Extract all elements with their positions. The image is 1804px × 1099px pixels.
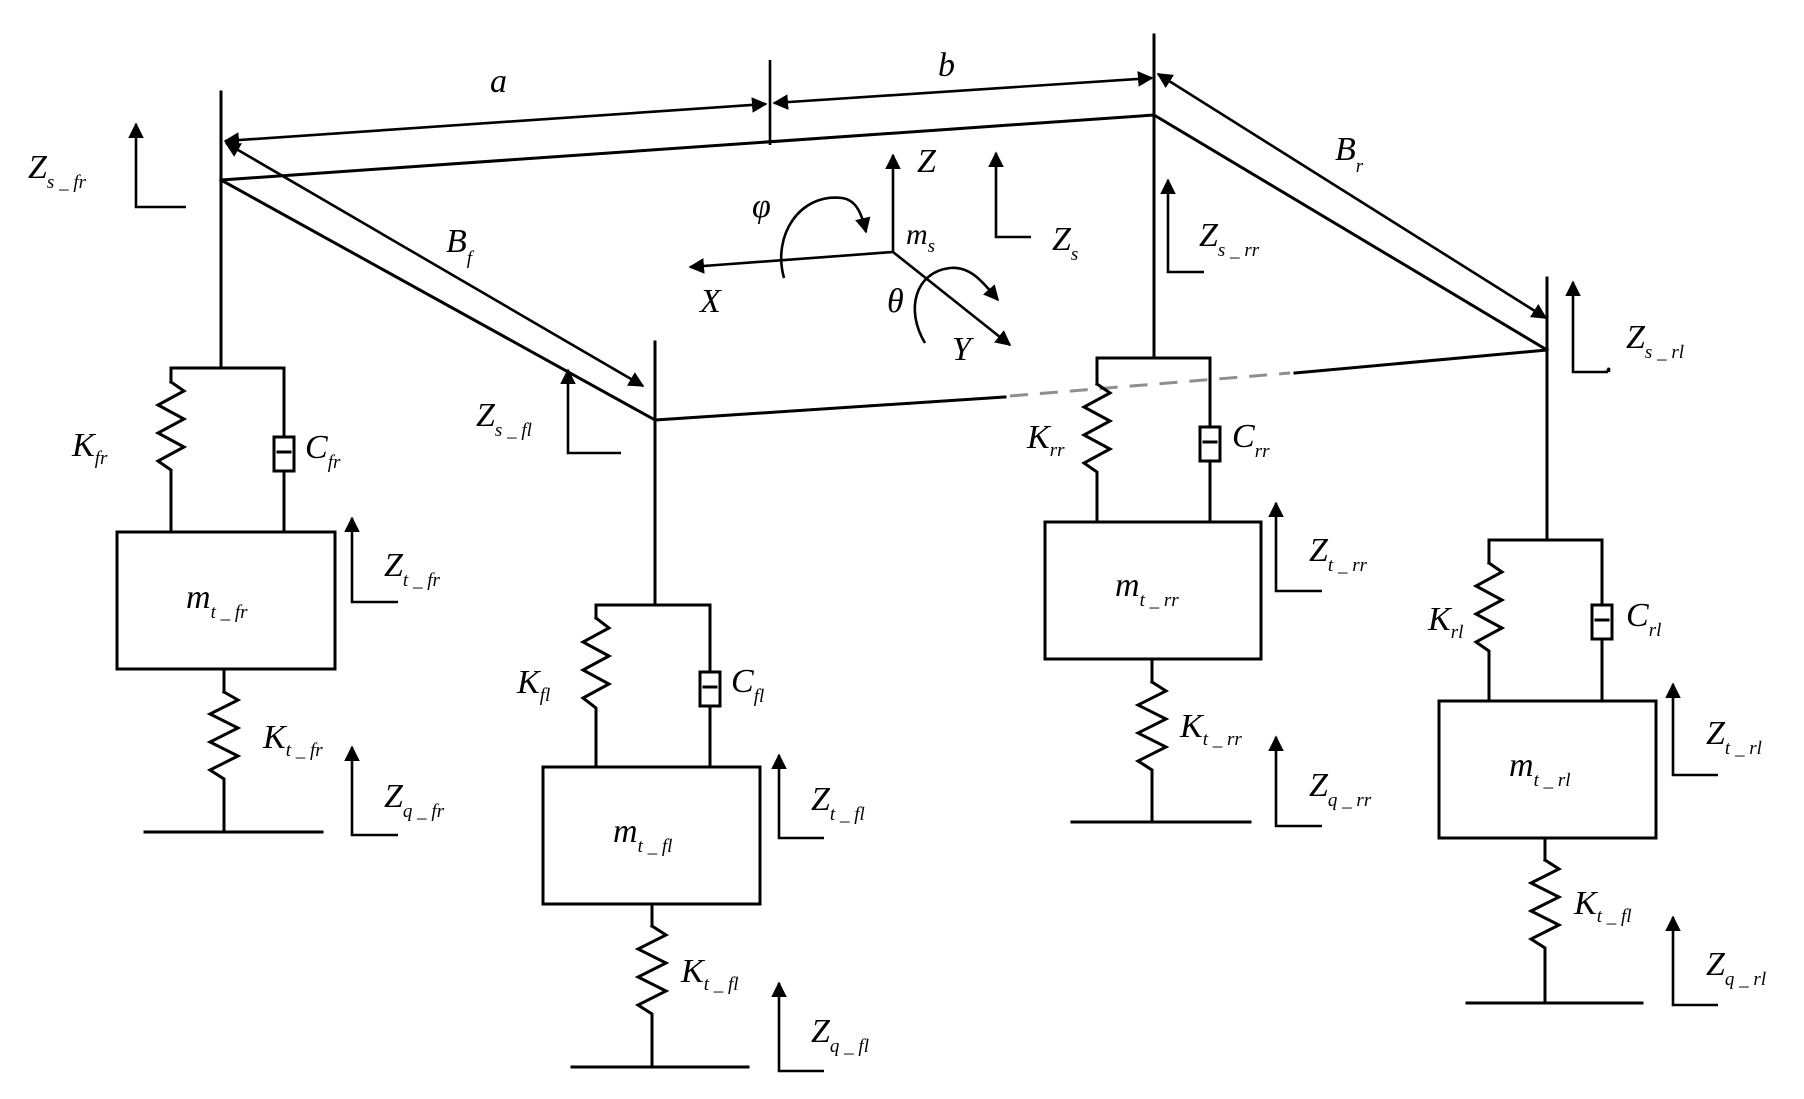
kt-rl-label: Kt _ fl [1573,885,1632,927]
dimension-arrows [223,60,1548,388]
c-rr-label: Crr [1232,418,1270,462]
corner-struts [219,33,1549,607]
kt-fl-label: Kt _ fl [680,953,739,995]
corner-rear-left [1437,538,1658,1005]
unsprung-mass-fl [541,765,762,906]
tire-spring-fr [206,689,242,834]
zt-fr-label: Zt _ fr [384,547,440,591]
body-axes [688,153,1012,347]
zq-fr-label: Zq _ fr [384,778,445,822]
kt-fr-label: Kt _ fr [262,719,323,761]
axis-z-label: Z [917,143,937,180]
pitch-rotation-arrow [779,196,871,279]
sprung-mass-label: ms [906,218,935,257]
zs-rr-label: Zs _ rr [1199,217,1260,261]
unsprung-mass-fr [115,530,337,671]
zq-rr-label: Zq _ rr [1309,767,1372,811]
dimension-br-label: Br [1335,131,1364,177]
tire-spring-fl [634,923,670,1069]
zt-rl-label: Zt _ rl [1706,715,1762,759]
m-fl-label: mt _ fl [613,813,672,857]
k-rr-label: Krr [1026,419,1065,461]
dimension-a-label: a [490,63,507,100]
k-rl-label: Krl [1427,601,1463,643]
axis-x-label: X [698,283,722,320]
damper-c-rr [1198,425,1222,463]
damper-c-rl [1590,603,1614,641]
spring-k-fr [154,379,188,534]
zs-fr-label: Zs _ fr [28,149,87,193]
tire-spring-rl [1527,857,1563,1005]
zq-fl-label: Zq _ fl [811,1013,869,1057]
kt-rr-label: Kt _ rr [1179,708,1242,750]
zs-fl-label: Zs _ fl [476,397,532,441]
zt-rr-label: Zt _ rr [1309,532,1368,576]
m-fr-label: mt _ fr [186,579,248,623]
corner-rear-right [1043,356,1263,824]
roll-rotation-arrow [913,266,1000,344]
theta-label: θ [887,283,904,320]
k-fr-label: Kfr [71,427,108,469]
damper-c-fr [272,435,296,473]
m-rl-label: mt _ rl [1509,747,1571,791]
axis-y-label: Y [952,331,974,368]
unsprung-mass-rr [1043,520,1263,661]
corner-front-left [541,603,762,1069]
unsprung-mass-rl [1437,699,1658,840]
zs-label: Zs [1052,221,1078,265]
k-fl-label: Kfl [516,664,550,706]
dimension-b-label: b [938,47,955,84]
zs-rl-label: Zs _ rl [1626,319,1684,363]
c-fr-label: Cfr [305,429,341,473]
zt-fl-label: Zt _ fl [811,781,865,825]
dimension-bf-label: Bf [446,223,475,269]
phi-label: φ [752,188,771,225]
spring-k-rr [1080,381,1114,524]
damper-c-fl [698,670,722,708]
tire-spring-rr [1134,679,1170,824]
spring-k-fl [579,615,613,769]
m-rr-label: mt _ rr [1115,567,1179,611]
c-rl-label: Crl [1626,597,1661,641]
c-fl-label: Cfl [731,663,764,707]
displacement-indicators [128,122,1718,1073]
corner-front-right [115,366,337,834]
zq-rl-label: Zq _ rl [1706,946,1766,990]
spring-k-rl [1472,560,1506,703]
